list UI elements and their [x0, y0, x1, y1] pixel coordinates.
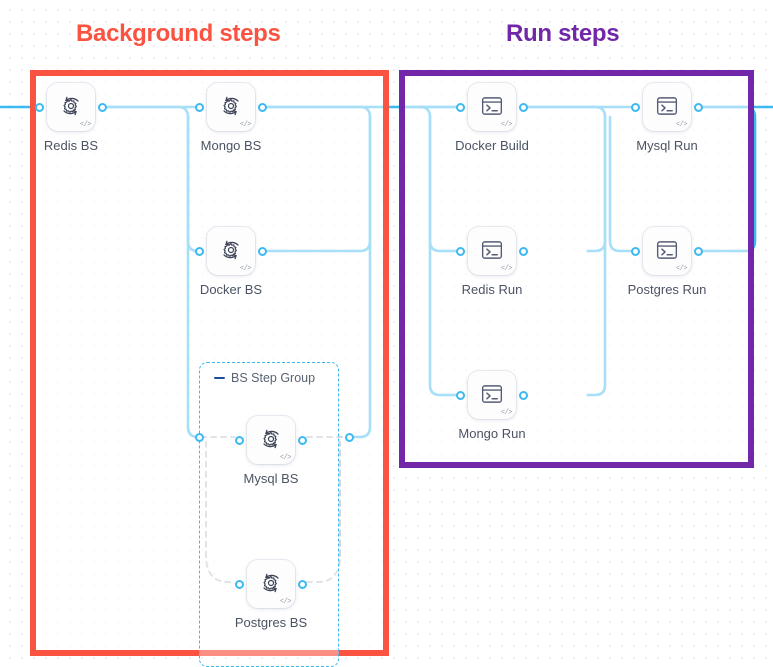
- node-redis-run[interactable]: </> Redis Run: [456, 227, 528, 297]
- node-label-postgres-bs: Postgres BS: [234, 615, 308, 630]
- terminal-icon: [479, 237, 505, 263]
- node-docker-build[interactable]: </> Docker Build: [455, 83, 529, 153]
- step-group-port-in[interactable]: [194, 432, 204, 442]
- node-card-mysql-run[interactable]: </>: [643, 83, 691, 131]
- node-card-postgres-run[interactable]: </>: [643, 227, 691, 275]
- node-card-postgres-bs[interactable]: </>: [247, 560, 295, 608]
- node-card-mysql-bs[interactable]: </>: [247, 416, 295, 464]
- node-mysql-bs[interactable]: </> Mysql BS: [235, 416, 307, 486]
- port-out-docker-build[interactable]: [519, 102, 528, 112]
- run-steps-title: Run steps: [506, 20, 620, 47]
- node-label-mongo-run: Mongo Run: [458, 426, 526, 441]
- node-label-mysql-bs: Mysql BS: [243, 471, 299, 486]
- node-mongo-run[interactable]: </> Mongo Run: [456, 371, 528, 441]
- collapse-bar-icon[interactable]: [214, 376, 225, 380]
- code-badge-icon[interactable]: </>: [279, 454, 292, 462]
- node-label-docker-build: Docker Build: [455, 138, 529, 153]
- terminal-icon: [654, 93, 680, 119]
- port-in-mongo-run[interactable]: [456, 390, 465, 400]
- port-out-postgres-bs[interactable]: [298, 579, 307, 589]
- node-card-redis-run[interactable]: </>: [468, 227, 516, 275]
- bs-step-group-label: BS Step Group: [231, 371, 316, 385]
- code-badge-icon[interactable]: </>: [675, 121, 688, 129]
- code-badge-icon[interactable]: </>: [239, 265, 252, 273]
- node-docker-bs[interactable]: </> Docker BS: [195, 227, 267, 297]
- node-postgres-run[interactable]: </> Postgres Run: [628, 227, 706, 297]
- port-in-docker-build[interactable]: [456, 102, 465, 112]
- terminal-icon: [654, 237, 680, 263]
- terminal-icon: [479, 381, 505, 407]
- node-label-postgres-run: Postgres Run: [627, 282, 707, 297]
- port-in-docker-bs[interactable]: [195, 246, 204, 256]
- node-card-docker-build[interactable]: </>: [468, 83, 516, 131]
- bs-step-group-header[interactable]: BS Step Group: [214, 371, 315, 385]
- code-badge-icon[interactable]: </>: [500, 409, 513, 417]
- node-mongo-bs[interactable]: </> Mongo BS: [195, 83, 267, 153]
- port-in-redis-bs[interactable]: [35, 102, 44, 112]
- code-badge-icon[interactable]: </>: [279, 598, 292, 606]
- code-badge-icon[interactable]: </>: [79, 121, 92, 129]
- port-in-redis-run[interactable]: [456, 246, 465, 256]
- node-card-redis-bs[interactable]: </>: [47, 83, 95, 131]
- node-label-docker-bs: Docker BS: [199, 282, 263, 297]
- port-out-redis-bs[interactable]: [98, 102, 107, 112]
- port-out-mongo-bs[interactable]: [258, 102, 267, 112]
- node-label-redis-bs: Redis BS: [43, 138, 99, 153]
- gear-sync-icon: [218, 93, 244, 119]
- node-postgres-bs[interactable]: </> Postgres BS: [235, 560, 307, 630]
- port-out-mysql-run[interactable]: [694, 102, 703, 112]
- code-badge-icon[interactable]: </>: [675, 265, 688, 273]
- port-out-redis-run[interactable]: [519, 246, 528, 256]
- node-label-mysql-run: Mysql Run: [636, 138, 698, 153]
- port-out-mongo-run[interactable]: [519, 390, 528, 400]
- code-badge-icon[interactable]: </>: [500, 265, 513, 273]
- bs-step-group-container[interactable]: [199, 362, 339, 667]
- port-in-mongo-bs[interactable]: [195, 102, 204, 112]
- port-in-postgres-run[interactable]: [631, 246, 640, 256]
- node-mysql-run[interactable]: </> Mysql Run: [631, 83, 703, 153]
- run-steps-frame: [399, 70, 754, 468]
- port-out-docker-bs[interactable]: [258, 246, 267, 256]
- port-out-mysql-bs[interactable]: [298, 435, 307, 445]
- terminal-icon: [479, 93, 505, 119]
- port-in-mysql-run[interactable]: [631, 102, 640, 112]
- node-card-docker-bs[interactable]: </>: [207, 227, 255, 275]
- node-label-redis-run: Redis Run: [461, 282, 523, 297]
- code-badge-icon[interactable]: </>: [500, 121, 513, 129]
- node-card-mongo-run[interactable]: </>: [468, 371, 516, 419]
- port-in-postgres-bs[interactable]: [235, 579, 244, 589]
- node-card-mongo-bs[interactable]: </>: [207, 83, 255, 131]
- code-badge-icon[interactable]: </>: [239, 121, 252, 129]
- node-redis-bs[interactable]: </> Redis BS: [35, 83, 107, 153]
- node-label-mongo-bs: Mongo BS: [200, 138, 262, 153]
- port-out-postgres-run[interactable]: [694, 246, 703, 256]
- step-group-port-out[interactable]: [344, 432, 354, 442]
- port-in-mysql-bs[interactable]: [235, 435, 244, 445]
- gear-sync-icon: [258, 570, 284, 596]
- background-steps-frame: [30, 70, 389, 656]
- gear-sync-icon: [218, 237, 244, 263]
- gear-sync-icon: [58, 93, 84, 119]
- background-steps-title: Background steps: [76, 20, 281, 47]
- gear-sync-icon: [258, 426, 284, 452]
